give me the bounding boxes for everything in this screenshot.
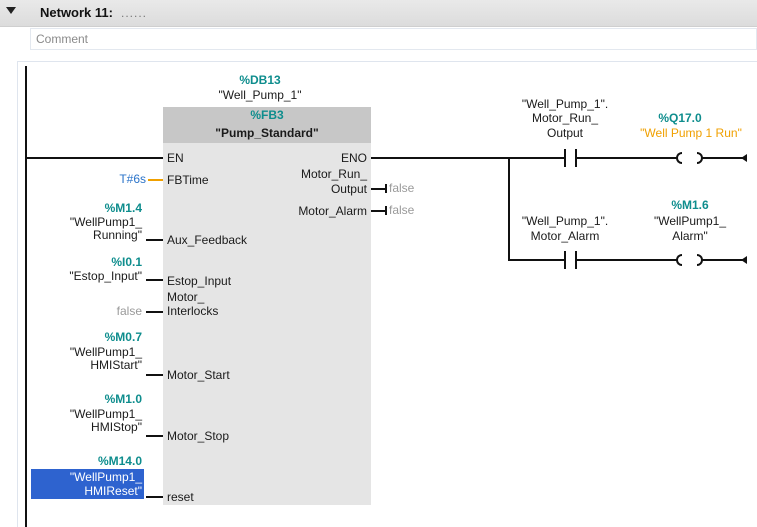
coil2-name-line1[interactable]: "WellPump1_ bbox=[653, 214, 727, 228]
network-comment-placeholder: Comment bbox=[36, 32, 89, 46]
output-wire-alarm bbox=[371, 210, 386, 212]
pin-fbtime: FBTime bbox=[167, 173, 209, 187]
interlocks-wire bbox=[146, 311, 163, 313]
function-block-header bbox=[163, 107, 371, 143]
pin-motor-start: Motor_Start bbox=[167, 368, 230, 382]
contact2-right-bar[interactable] bbox=[575, 251, 577, 269]
contact1-name-line2[interactable]: Motor_Run_ bbox=[531, 111, 599, 125]
aux-feedback-name-line2[interactable]: Running" bbox=[93, 228, 142, 242]
pin-motor-interlocks-line2: Interlocks bbox=[167, 304, 219, 318]
rung2-wire-right bbox=[702, 259, 743, 261]
collapse-arrow-icon[interactable] bbox=[6, 7, 16, 14]
reset-operand-selection[interactable] bbox=[31, 469, 144, 499]
motor-stop-name-line1[interactable]: "WellPump1_ bbox=[69, 407, 142, 421]
network-comment-field[interactable] bbox=[30, 28, 757, 50]
aux-feedback-address[interactable]: %M1.4 bbox=[104, 201, 142, 215]
instance-db-name[interactable]: "Well_Pump_1" bbox=[218, 88, 302, 102]
aux-feedback-wire bbox=[146, 239, 163, 241]
motor-stop-wire bbox=[146, 435, 163, 437]
function-block[interactable] bbox=[163, 107, 371, 505]
rung1-wire-mid bbox=[577, 157, 678, 159]
pin-en: EN bbox=[167, 151, 184, 165]
pin-estop-input: Estop_Input bbox=[167, 274, 232, 288]
reset-name-line2[interactable]: HMIReset" bbox=[84, 484, 142, 498]
coil2-name-line2[interactable]: Alarm" bbox=[672, 229, 708, 243]
pin-motor-stop: Motor_Stop bbox=[167, 429, 230, 443]
branch-wire bbox=[508, 157, 510, 261]
pin-motor-run-output-line1: Motor_Run_ bbox=[300, 167, 367, 181]
pin-eno: ENO bbox=[340, 151, 367, 165]
network-header[interactable] bbox=[0, 0, 757, 27]
estop-wire bbox=[146, 279, 163, 281]
output-wire-run bbox=[371, 188, 386, 190]
contact2-name-line1[interactable]: "Well_Pump_1". bbox=[521, 214, 609, 228]
fb-address: %FB3 bbox=[250, 108, 284, 122]
rung2-wire-left bbox=[508, 259, 565, 261]
output-wire-run-end bbox=[385, 184, 387, 193]
network-title-placeholder[interactable]: ...... bbox=[121, 6, 148, 20]
motor-stop-address[interactable]: %M1.0 bbox=[104, 392, 142, 406]
motor-stop-name-line2[interactable]: HMIStop" bbox=[91, 420, 142, 434]
rung-wire-en bbox=[25, 157, 163, 159]
rung2-wire-mid bbox=[577, 259, 678, 261]
estop-name[interactable]: "Estop_Input" bbox=[69, 269, 142, 283]
contact1-name-line1[interactable]: "Well_Pump_1". bbox=[521, 97, 609, 111]
power-rail bbox=[25, 66, 27, 527]
reset-address[interactable]: %M14.0 bbox=[97, 454, 142, 468]
fbtime-wire bbox=[148, 179, 163, 181]
pin-aux-feedback: Aux_Feedback bbox=[167, 233, 248, 247]
contact1-wire-left bbox=[560, 157, 565, 159]
ladder-network-area bbox=[17, 61, 757, 527]
pin-motor-interlocks-line1: Motor_ bbox=[167, 290, 205, 304]
coil1-address[interactable]: %Q17.0 bbox=[658, 111, 702, 125]
fbtime-operand[interactable]: T#6s bbox=[119, 172, 146, 186]
contact1-name-line3[interactable]: Output bbox=[546, 126, 584, 140]
network-title: Network 11: bbox=[40, 5, 113, 20]
rung-wire-eno bbox=[371, 157, 560, 159]
coil1-name[interactable]: "Well Pump 1 Run" bbox=[640, 126, 742, 140]
pin-motor-alarm: Motor_Alarm bbox=[298, 204, 367, 218]
pin-motor-run-output-line2: Output bbox=[330, 182, 367, 196]
motor-start-name-line1[interactable]: "WellPump1_ bbox=[69, 345, 142, 359]
contact1-left-bar[interactable] bbox=[564, 149, 566, 167]
motor-start-name-line2[interactable]: HMIStart" bbox=[90, 358, 142, 372]
coil1-left-arc[interactable] bbox=[676, 152, 682, 164]
rung1-wire-right bbox=[702, 157, 743, 159]
contact1-right-bar[interactable] bbox=[575, 149, 577, 167]
reset-wire bbox=[146, 496, 163, 498]
reset-name-line1[interactable]: "WellPump1_ bbox=[69, 470, 142, 484]
interlocks-operand[interactable]: false bbox=[116, 304, 142, 318]
motor-start-address[interactable]: %M0.7 bbox=[104, 330, 142, 344]
coil2-left-arc[interactable] bbox=[676, 254, 682, 266]
estop-address[interactable]: %I0.1 bbox=[111, 255, 142, 269]
motor-alarm-operand[interactable]: false bbox=[389, 203, 415, 217]
coil2-address[interactable]: %M1.6 bbox=[671, 198, 709, 212]
fb-name: "Pump_Standard" bbox=[215, 126, 319, 140]
pin-reset: reset bbox=[167, 490, 194, 504]
instance-db-address[interactable]: %DB13 bbox=[239, 73, 281, 87]
contact2-left-bar[interactable] bbox=[564, 251, 566, 269]
aux-feedback-name-line1[interactable]: "WellPump1_ bbox=[69, 215, 142, 229]
output-wire-alarm-end bbox=[385, 206, 387, 215]
motor-start-wire bbox=[146, 374, 163, 376]
motor-run-output-operand[interactable]: false bbox=[389, 181, 415, 195]
contact2-name-line2[interactable]: Motor_Alarm bbox=[530, 229, 600, 243]
rung1-continue-arrow-icon bbox=[741, 154, 747, 162]
rung2-continue-arrow-icon bbox=[741, 256, 747, 264]
